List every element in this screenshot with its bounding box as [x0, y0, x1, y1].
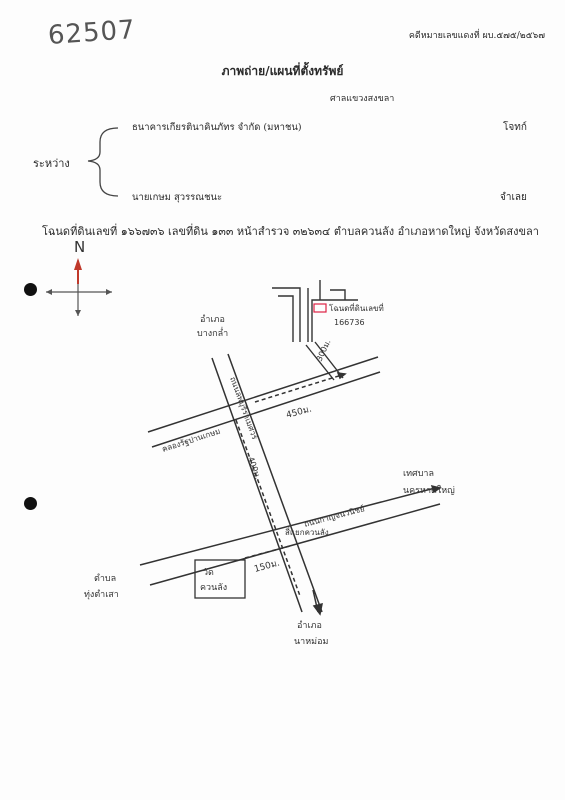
svg-text:450ม.: 450ม.	[285, 405, 313, 421]
between-label: ระหว่าง	[33, 157, 70, 170]
punch-hole-top	[24, 283, 37, 296]
punch-hole-bottom	[24, 497, 37, 510]
svg-text:ทุ่งตำเสา: ทุ่งตำเสา	[84, 589, 119, 600]
court-name: ศาลแขวงสงขลา	[330, 94, 395, 104]
svg-text:166736: 166736	[334, 318, 365, 327]
north-arrow-icon: N	[46, 238, 112, 316]
svg-text:วัด: วัด	[203, 568, 214, 578]
north-label: N	[74, 238, 85, 256]
svg-text:ควนลัง: ควนลัง	[200, 583, 227, 593]
svg-text:นครหาดใหญ่: นครหาดใหญ่	[403, 485, 455, 496]
plaintiff-name: ธนาคารเกียรตินาคินภัทร จำกัด (มหาชน)	[132, 122, 302, 133]
defendant-role: จำเลย	[500, 192, 527, 203]
main-road	[211, 353, 323, 616]
defendant-name: นายเกษม สุวรรณชนะ	[132, 192, 223, 203]
lane-to-property	[272, 280, 358, 381]
lower-road	[139, 484, 442, 586]
party-brace	[87, 127, 119, 197]
case-number: คดีหมายเลขแดงที่ ผบ.๕๗๕/๒๕๖๗	[408, 31, 545, 41]
page-title: ภาพถ่าย/แผนที่ตั้งทรัพย์	[221, 64, 344, 78]
deed-description: โฉนดที่ดินเลขที่ ๑๖๖๗๓๖ เลขที่ดิน ๑๓๓ หน…	[42, 225, 539, 238]
svg-text:สี่แยกควนลัง: สี่แยกควนลัง	[285, 526, 329, 537]
upper-road	[147, 356, 381, 448]
plaintiff-role: โจทก์	[503, 122, 527, 133]
svg-text:เทศบาล: เทศบาล	[403, 469, 434, 479]
svg-text:400ม.: 400ม.	[246, 456, 262, 481]
property-marker	[313, 303, 327, 313]
temple-box	[194, 559, 246, 599]
svg-text:ถนนลพบุรีราเมศวร์: ถนนลพบุรีราเมศวร์	[228, 375, 260, 441]
svg-text:150ม.: 150ม.	[253, 559, 281, 575]
svg-text:นาหม่อม: นาหม่อม	[294, 637, 328, 647]
svg-text:ตำบล: ตำบล	[94, 573, 116, 584]
svg-text:300ม.: 300ม.	[315, 338, 333, 363]
svg-text:บางกล่ำ: บางกล่ำ	[197, 326, 228, 339]
svg-text:อำเภอ: อำเภอ	[297, 620, 322, 631]
svg-text:โฉนดที่ดินเลขที่: โฉนดที่ดินเลขที่	[329, 302, 384, 313]
svg-text:คลองรัฐปานเกษม: คลองรัฐปานเกษม	[161, 427, 222, 454]
svg-text:ถนนกาญจนวนิชย์: ถนนกาญจนวนิชย์	[303, 503, 366, 529]
svg-text:อำเภอ: อำเภอ	[200, 314, 225, 325]
